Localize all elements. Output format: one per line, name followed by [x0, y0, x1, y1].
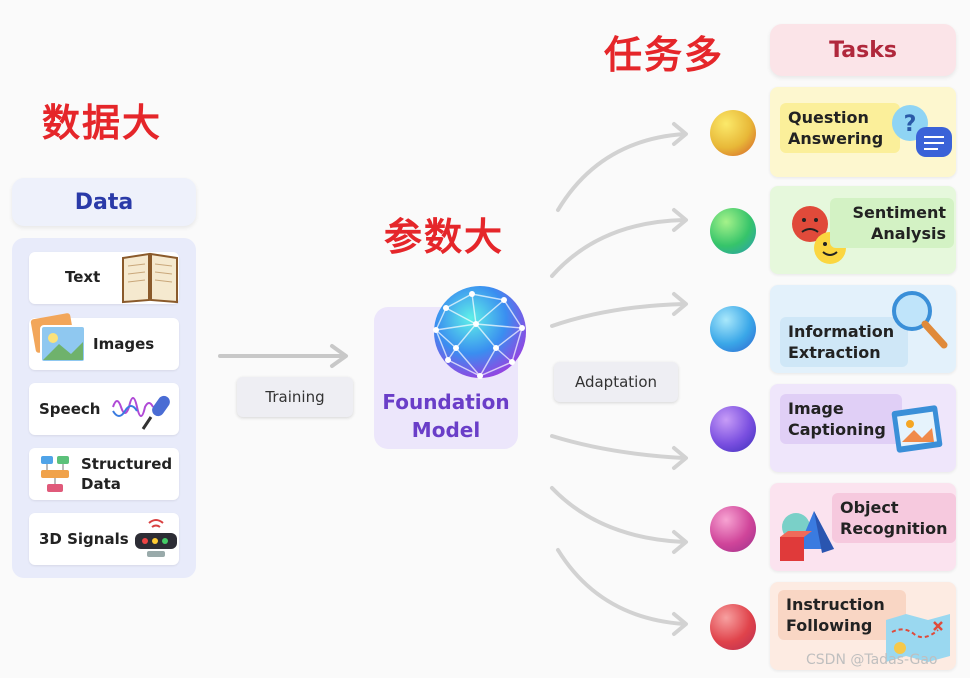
- adaptation-label-text: Adaptation: [574, 373, 658, 391]
- task-label-line1: Object: [840, 498, 899, 517]
- heading-data-big: 数据大: [42, 101, 163, 145]
- task-label-line1: Sentiment: [852, 203, 946, 222]
- task-card-object-recognition: Object Recognition: [770, 483, 956, 571]
- data-item-label-line1: Structured: [81, 455, 173, 473]
- task-globe-information-extraction: [710, 306, 756, 352]
- task-globe-sentiment-analysis: [710, 208, 756, 254]
- data-item-label: Images: [93, 335, 155, 353]
- data-item-label: 3D Signals: [39, 530, 129, 548]
- photos-icon: [30, 313, 86, 363]
- magnifier-icon: [892, 291, 948, 349]
- task-card-question-answering: Question Answering ?: [770, 87, 956, 177]
- task-globe-question-answering: [710, 110, 756, 156]
- training-label: Training: [237, 377, 353, 417]
- task-globe-instruction-following: [710, 604, 756, 650]
- task-card-image-captioning: Image Captioning: [770, 384, 956, 472]
- picture-frame-icon: [891, 405, 943, 453]
- task-label: Information Extraction: [780, 317, 908, 367]
- task-label-line1: Question: [788, 108, 869, 127]
- task-label-line2: Analysis: [870, 224, 946, 243]
- foundation-model-title: Foundation Model: [374, 388, 518, 444]
- data-item-3d-signals: 3D Signals: [29, 513, 179, 565]
- task-label-line2: Answering: [788, 129, 884, 148]
- data-title-text: Data: [74, 189, 134, 215]
- tasks-panel-title: Tasks: [770, 24, 956, 76]
- question-bubble-icon: ?: [892, 105, 952, 157]
- data-item-label: Speech: [39, 400, 101, 418]
- task-label: Object Recognition: [832, 493, 956, 543]
- watermark: CSDN @Tadas-Gao: [806, 652, 938, 668]
- data-panel: Text Images Speech: [12, 238, 196, 578]
- book-icon: [122, 252, 178, 304]
- task-label-line1: Image: [788, 399, 844, 418]
- data-item-structured: Structured Data: [29, 448, 179, 500]
- task-label-line1: Information: [788, 322, 895, 341]
- model-line2: Model: [411, 418, 481, 442]
- heading-params-big: 参数大: [384, 215, 505, 259]
- task-label: Question Answering: [780, 103, 900, 153]
- task-label-line2: Following: [786, 616, 873, 635]
- svg-text:?: ?: [904, 112, 917, 137]
- data-item-speech: Speech: [29, 383, 179, 435]
- adaptation-arrows: [550, 122, 688, 636]
- task-globe-image-captioning: [710, 406, 756, 452]
- sensor-icon: [135, 519, 177, 557]
- task-label-line1: Instruction: [786, 595, 885, 614]
- treasure-map-icon: [886, 614, 950, 662]
- task-label-line2: Recognition: [840, 519, 948, 538]
- microphone-icon: [112, 395, 170, 430]
- data-item-label: Text: [65, 268, 101, 286]
- data-panel-title: Data: [12, 178, 196, 226]
- flowchart-icon: [41, 456, 69, 492]
- 3d-shapes-icon: [780, 511, 834, 561]
- task-card-sentiment-analysis: Sentiment Analysis: [770, 186, 956, 274]
- task-label: Image Captioning: [780, 394, 902, 444]
- task-globe-object-recognition: [710, 506, 756, 552]
- heading-tasks-many: 任务多: [604, 33, 725, 77]
- data-item-images: Images: [29, 313, 179, 370]
- training-label-text: Training: [265, 388, 325, 406]
- data-item-label-line2: Data: [81, 475, 121, 493]
- data-item-text: Text: [29, 252, 179, 304]
- task-label-line2: Captioning: [788, 420, 886, 439]
- globe-icon: [433, 286, 526, 379]
- task-label-line2: Extraction: [788, 343, 881, 362]
- task-label: Instruction Following: [778, 590, 906, 640]
- task-label: Sentiment Analysis: [830, 198, 954, 248]
- tasks-title-text: Tasks: [829, 37, 897, 63]
- training-arrow: [218, 344, 348, 368]
- model-line1: Foundation: [382, 390, 510, 414]
- task-card-information-extraction: Information Extraction: [770, 285, 956, 373]
- task-card-instruction-following: Instruction Following: [770, 582, 956, 670]
- adaptation-label: Adaptation: [554, 362, 678, 402]
